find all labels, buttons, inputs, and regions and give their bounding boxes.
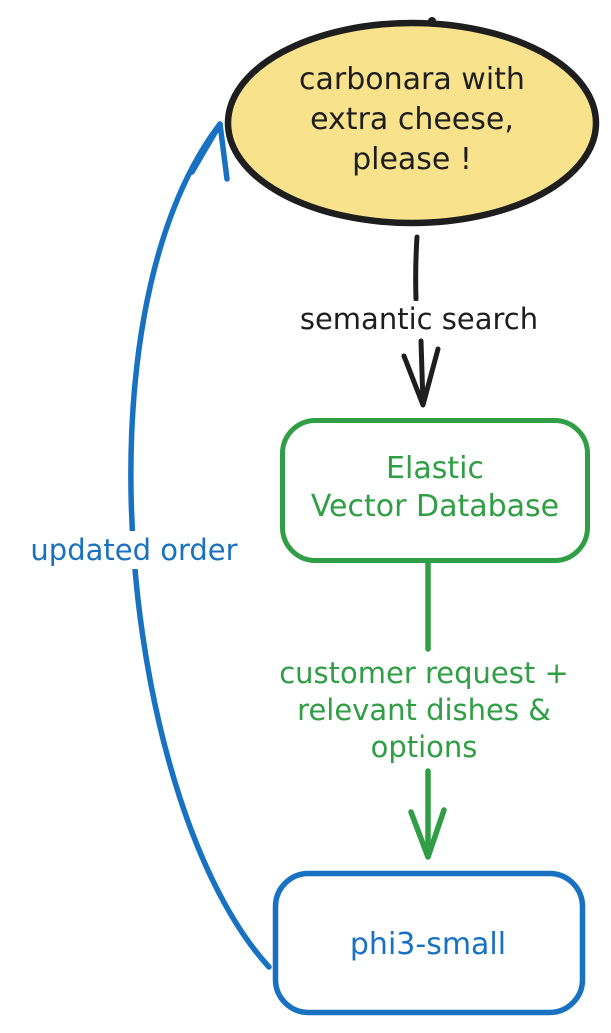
request-to-model-arrow (408, 558, 447, 860)
semantic-search-edge-label: semantic search (279, 301, 559, 337)
vector-db-box (280, 418, 590, 563)
semantic-search-arrow (401, 234, 441, 408)
semantic-search-arrowhead (401, 346, 441, 408)
updated-order-edge-label: updated order (14, 531, 254, 569)
updated-order-arrowhead (189, 121, 230, 182)
ellipse-stroke-blob (428, 17, 436, 25)
request-to-model-arrowhead (408, 807, 447, 860)
model-box (272, 870, 586, 1016)
vector-db-label: Elastic Vector Database (310, 451, 560, 524)
model-label: phi3-small (349, 927, 507, 962)
customer-order-ellipse (224, 17, 600, 227)
customer-order-label: carbonara with extra cheese, please ! (299, 62, 525, 177)
request-to-model-edge-label: customer request + relevant dishes & opt… (246, 655, 602, 766)
